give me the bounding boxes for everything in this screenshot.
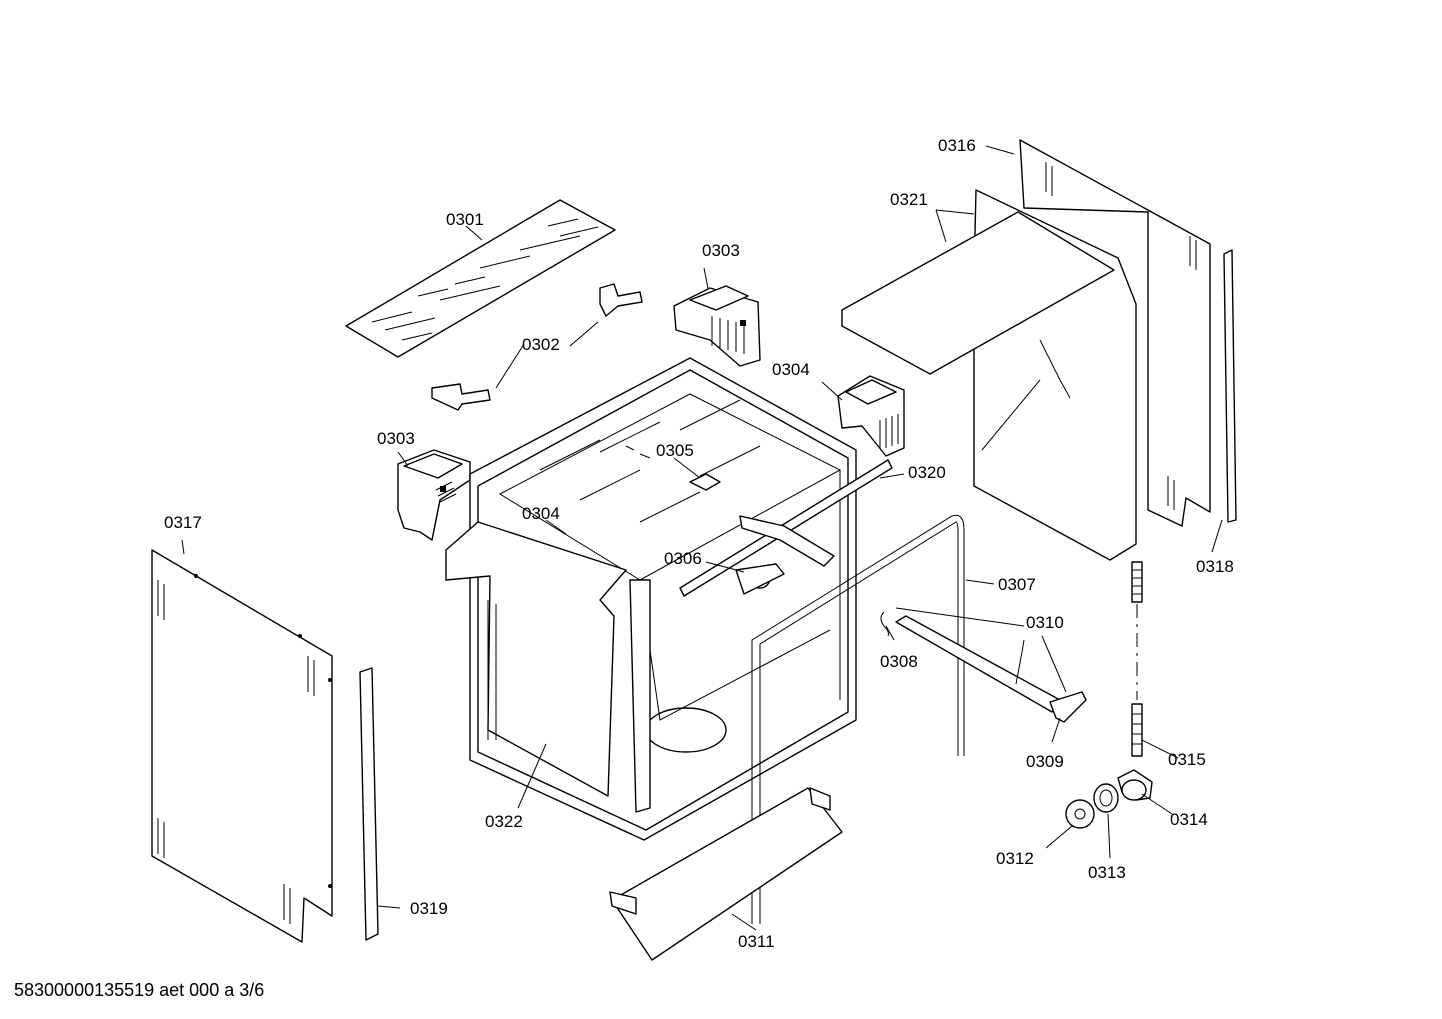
callout-0313: 0313 <box>1088 863 1126 882</box>
callout-0318: 0318 <box>1196 557 1234 576</box>
callout-0305: 0305 <box>656 441 694 460</box>
callout-0317: 0317 <box>164 513 202 532</box>
part-0317-side-panel <box>151 549 333 943</box>
callout-0321: 0321 <box>890 190 928 209</box>
callout-0303-lower: 0303 <box>377 429 415 448</box>
part-0315-hose <box>1131 561 1143 757</box>
part-0316-door-panel <box>1019 139 1211 527</box>
callout-0316: 0316 <box>938 136 976 155</box>
document-code: 58300000135519 aet 000 a 3/6 <box>14 980 265 1000</box>
callout-0303-upper: 0303 <box>702 241 740 260</box>
callout-labels: 0301 0302 0303 0303 0304 0304 0305 0306 … <box>164 136 1234 951</box>
callout-0320: 0320 <box>908 463 946 482</box>
callout-0319: 0319 <box>410 899 448 918</box>
leader-lines <box>181 145 1223 931</box>
part-0305-clip <box>625 445 721 491</box>
part-0318-strip-right <box>1223 249 1237 523</box>
callout-0308: 0308 <box>880 652 918 671</box>
callout-0311: 0311 <box>738 932 775 951</box>
part-0303-control-unit-lower <box>397 449 471 541</box>
part-0301-insulation-plate <box>345 199 616 358</box>
callout-0304-lower: 0304 <box>522 504 560 523</box>
callout-0315: 0315 <box>1168 750 1206 769</box>
callout-0302: 0302 <box>522 335 560 354</box>
part-0313-ring <box>1093 783 1119 813</box>
part-0312-nut <box>1065 799 1095 829</box>
part-0311-base-trim <box>609 787 843 961</box>
part-0319-strip-left <box>359 667 379 941</box>
part-0322-side-panel <box>445 521 627 797</box>
callout-0304-upper: 0304 <box>772 360 810 379</box>
part-0303-control-unit-upper <box>673 285 761 367</box>
callout-0301: 0301 <box>446 210 484 229</box>
callout-0310: 0310 <box>1026 613 1064 632</box>
part-0309-end-cap <box>1049 691 1087 723</box>
callout-0312: 0312 <box>996 849 1034 868</box>
part-0314-elbow <box>1117 769 1153 801</box>
part-0307-u-frame <box>751 514 965 924</box>
callout-0307: 0307 <box>998 575 1036 594</box>
callout-0306: 0306 <box>664 549 702 568</box>
callout-0314: 0314 <box>1170 810 1208 829</box>
part-0308-clip <box>880 611 889 637</box>
part-0306-mount <box>735 515 835 595</box>
part-0321-shelf-frame <box>841 189 1137 561</box>
part-0304-holder-upper <box>837 375 905 457</box>
callout-0309: 0309 <box>1026 752 1064 771</box>
callout-0322: 0322 <box>485 812 523 831</box>
part-0302-brackets <box>431 283 643 411</box>
